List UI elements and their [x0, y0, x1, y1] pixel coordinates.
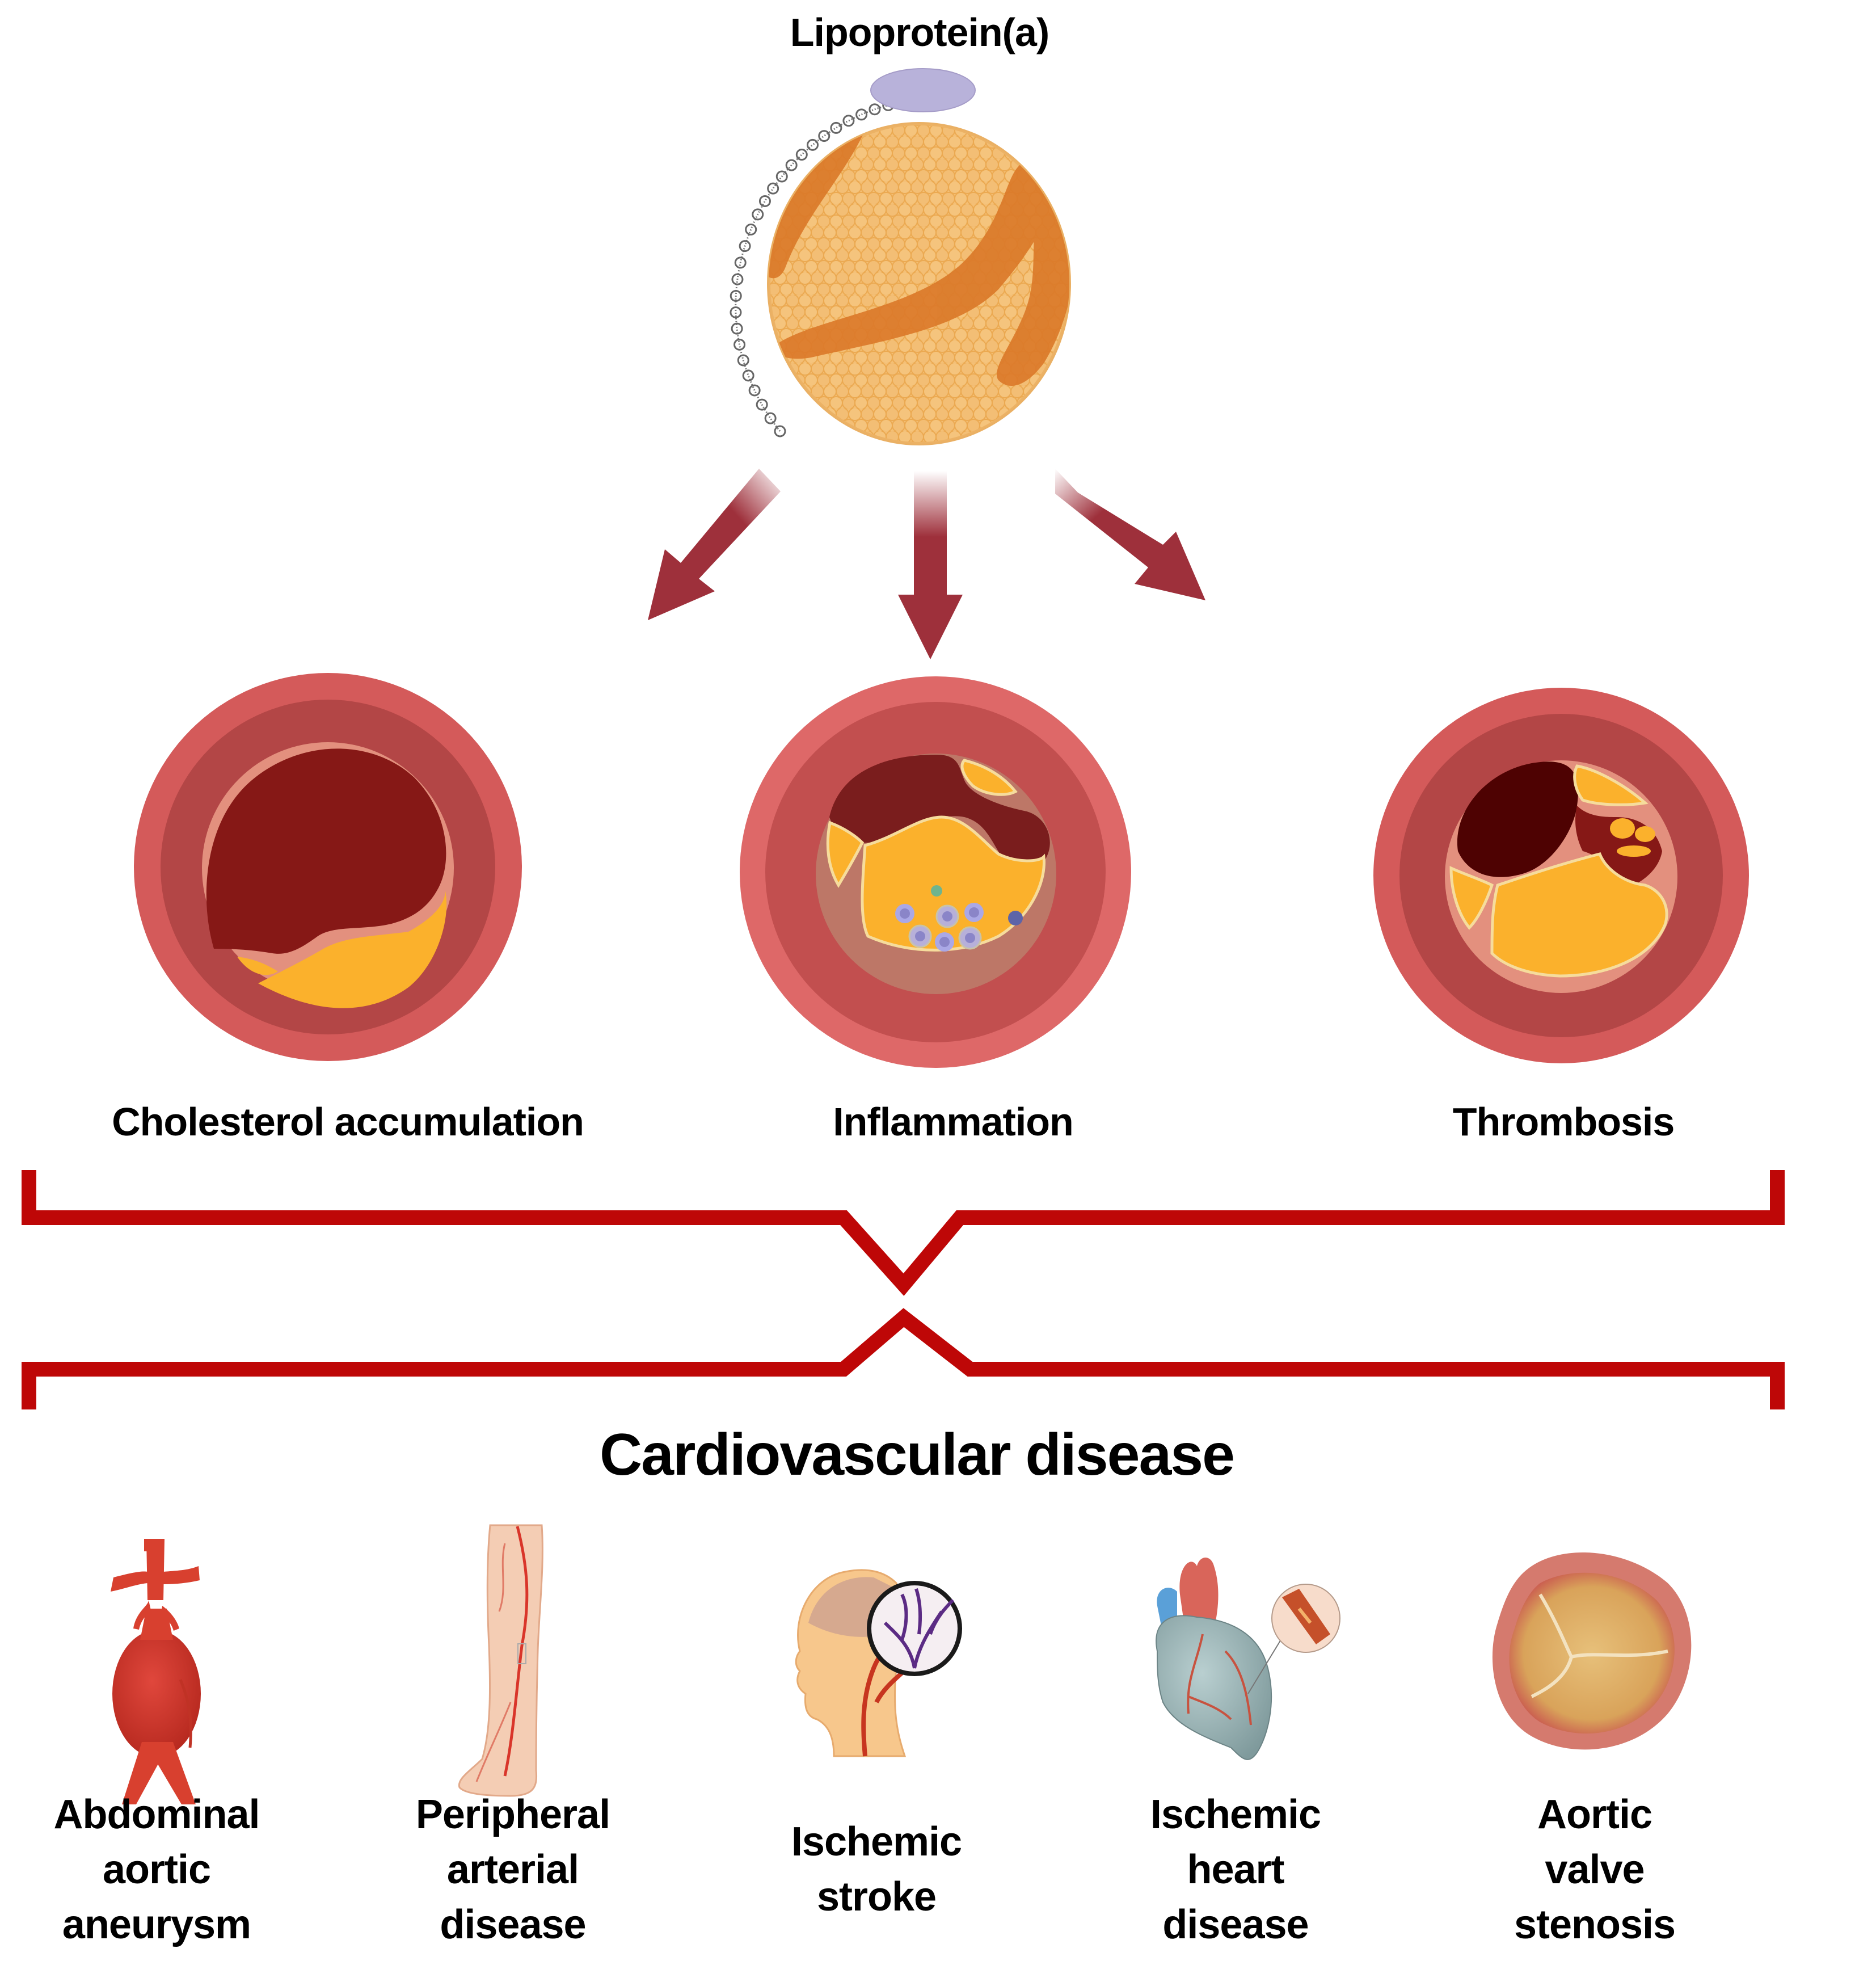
outcome-bracket: [22, 1308, 1785, 1409]
kringle-domain: [869, 103, 881, 116]
artery-cholesterol-plaque-icon: [134, 673, 522, 1061]
arrow-to-cholesterol-icon: [648, 469, 781, 620]
abdominal-aortic-aneurysm-icon: [111, 1539, 201, 1804]
kringle-domain: [818, 130, 831, 142]
disease-label-line: disease: [440, 1902, 586, 1947]
arrow-to-thrombosis-icon: [1055, 469, 1205, 600]
kringle-domain: [752, 208, 764, 221]
aortic-valve-icon: [1492, 1552, 1692, 1750]
lipoprotein-a-particle-icon: [730, 68, 1071, 445]
kringle-domain: [807, 138, 819, 151]
kringle-domain: [737, 354, 749, 367]
kringle-domain: [774, 425, 786, 437]
disease-label-line: heart: [1187, 1847, 1284, 1892]
disease-label-line: Ischemic: [791, 1819, 962, 1865]
kringle-domain: [748, 384, 761, 397]
disease-label-line: stenosis: [1514, 1902, 1676, 1947]
kringle-domain: [795, 149, 808, 161]
disease-label-line: disease: [1162, 1902, 1309, 1947]
kringle-domain: [785, 159, 798, 171]
kringle-domain: [731, 322, 743, 335]
outcome-heading: Cardiovascular disease: [600, 1422, 1235, 1488]
arrow-to-inflammation-icon: [898, 471, 963, 659]
kringle-domain: [730, 289, 742, 302]
kringle-domain: [733, 338, 746, 351]
disease-label-pad: Peripheral arterial disease: [365, 1787, 660, 1952]
disease-label-stroke: Ischemic stroke: [729, 1815, 1024, 1925]
kringle-domain: [855, 108, 868, 121]
kringle-domain: [830, 121, 842, 134]
kringle-domain: [742, 369, 754, 382]
disease-label-line: Peripheral: [415, 1792, 610, 1837]
kringle-domain: [745, 223, 757, 235]
mechanism-label-cholesterol: Cholesterol accumulation: [112, 1100, 584, 1144]
leg-arteries-icon: [458, 1524, 543, 1797]
immune-cells: [895, 885, 1023, 952]
kringle-domain: [758, 195, 771, 207]
artery-thrombus-icon: [1373, 688, 1749, 1063]
kringle-domain: [775, 170, 788, 183]
disease-label-line: valve: [1545, 1847, 1645, 1892]
kringle-domain: [730, 306, 742, 318]
disease-label-aaa: Abdominal aortic aneurysm: [9, 1787, 304, 1952]
mechanism-label-thrombosis: Thrombosis: [1452, 1100, 1675, 1144]
disease-label-ihd: Ischemic heart disease: [1088, 1787, 1383, 1952]
mechanism-bracket: [22, 1170, 1785, 1296]
kringle-domain: [734, 256, 747, 269]
disease-label-line: Aortic: [1537, 1792, 1652, 1837]
kringle-domain: [764, 412, 777, 424]
kringle-domain: [739, 240, 751, 253]
kringle-domain: [731, 273, 744, 285]
disease-label-line: stroke: [816, 1874, 937, 1920]
kringle-domain: [767, 182, 779, 195]
kringle-domain: [756, 398, 768, 411]
disease-label-line: Ischemic: [1150, 1792, 1321, 1837]
brain-vessels-icon: [795, 1569, 962, 1757]
disease-label-line: aneurysm: [62, 1902, 251, 1947]
disease-label-avs: Aortic valve stenosis: [1447, 1787, 1742, 1952]
disease-label-line: Abdominal: [53, 1792, 260, 1837]
kringle-domain: [842, 115, 855, 127]
artery-inflamed-plaque-icon: [740, 676, 1131, 1068]
heart-coronary-icon: [1156, 1558, 1340, 1760]
disease-label-line: arterial: [446, 1847, 579, 1892]
disease-label-line: aortic: [102, 1847, 211, 1892]
mechanism-label-inflammation: Inflammation: [833, 1100, 1074, 1144]
diagram-title: Lipoprotein(a): [790, 10, 1049, 54]
